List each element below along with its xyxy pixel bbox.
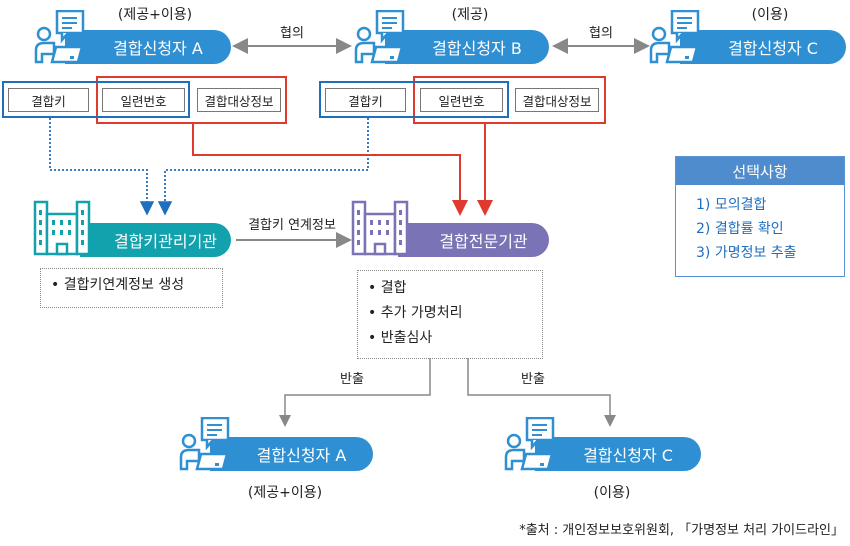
applicant-c-role: (이용)	[751, 7, 789, 23]
serial-group-border	[96, 76, 287, 124]
key-agency-tasks: • 결합키연계정보 생성	[40, 268, 223, 308]
bottom-applicant-c-pill: 결합신청자 C	[535, 437, 701, 471]
applicant-person-icon	[352, 10, 412, 65]
task-item: 결합	[380, 280, 407, 296]
expert-agency-tasks: • 결합 • 추가 가명처리 • 반출심사	[357, 270, 543, 359]
option-item: 1) 모의결합	[696, 197, 767, 213]
key-group-border	[2, 81, 190, 118]
export-label: 반출	[521, 372, 545, 387]
applicant-person-icon	[32, 10, 92, 65]
item-combination-key: 결합키	[8, 88, 89, 112]
expert-agency-pill: 결합전문기관	[398, 223, 549, 257]
applicant-person-icon	[647, 10, 707, 65]
bottom-applicant-a-role: (제공+이용)	[247, 485, 323, 501]
task-item: 결합키연계정보 생성	[63, 277, 185, 293]
serial-group-border	[413, 76, 606, 124]
item-serial-number: 일련번호	[102, 88, 185, 112]
key-agency-pill: 결합키관리기관	[80, 223, 231, 257]
task-item: 반출심사	[380, 330, 433, 346]
building-icon	[351, 200, 409, 256]
option-item: 3) 가명정보 추출	[696, 245, 797, 261]
applicant-person-icon	[502, 417, 562, 472]
options-title: 선택사항	[676, 157, 844, 185]
item-combination-key: 결합키	[325, 88, 406, 112]
bottom-applicant-c-role: (이용)	[593, 485, 631, 501]
applicant-a-role: (제공+이용)	[117, 7, 193, 23]
link-info-label: 결합키 연계정보	[248, 218, 336, 233]
task-item: 추가 가명처리	[380, 305, 463, 321]
applicant-b-pill: 결합신청자 B	[385, 30, 549, 64]
applicant-a-pill: 결합신청자 A	[65, 30, 231, 64]
applicant-person-icon	[177, 417, 237, 472]
consult-label: 협의	[589, 26, 613, 41]
key-group-border	[319, 81, 509, 118]
bottom-applicant-a-pill: 결합신청자 A	[210, 437, 373, 471]
option-item: 2) 결합률 확인	[696, 221, 784, 237]
consult-label: 협의	[280, 26, 304, 41]
export-label: 반출	[340, 372, 364, 387]
applicant-b-role: (제공)	[451, 7, 489, 23]
item-serial-number: 일련번호	[420, 88, 503, 112]
options-box: 선택사항 1) 모의결합 2) 결합률 확인 3) 가명정보 추출	[675, 156, 845, 277]
source-note: *출처 : 개인정보보호위원회, 「가명정보 처리 가이드라인」	[519, 523, 844, 538]
item-target-info: 결합대상정보	[515, 88, 599, 112]
applicant-c-pill: 결합신청자 C	[680, 30, 846, 64]
building-icon	[33, 200, 91, 256]
item-target-info: 결합대상정보	[197, 88, 281, 112]
